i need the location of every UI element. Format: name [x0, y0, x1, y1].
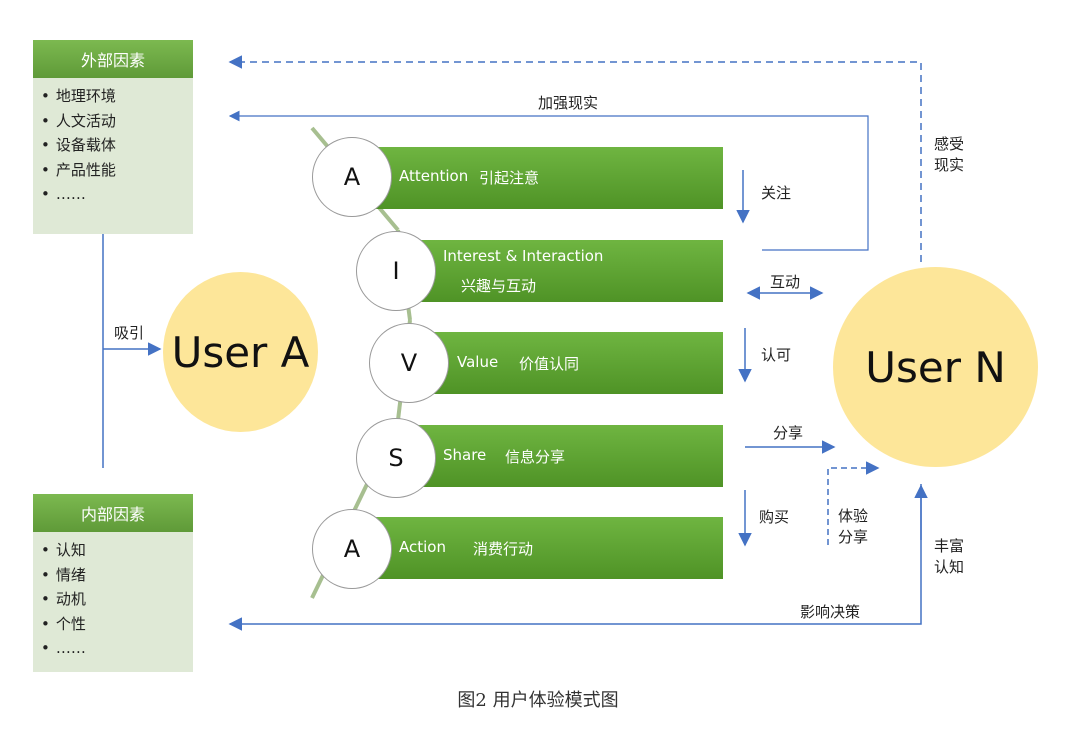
list-item: 产品性能 — [41, 158, 185, 183]
stage-en: Action — [399, 538, 446, 556]
list-item: 地理环境 — [41, 84, 185, 109]
buy-label: 购买 — [759, 508, 790, 526]
experience-share-label: 体验 分享 — [838, 507, 869, 546]
interact-label: 互动 — [770, 273, 801, 291]
figure-caption: 图2 用户体验模式图 — [457, 690, 619, 711]
list-item: 认知 — [41, 538, 185, 563]
stage-zh: 兴趣与互动 — [461, 277, 537, 295]
list-item: 个性 — [41, 612, 185, 637]
influence-decision-label: 影响决策 — [800, 603, 861, 621]
experience-share-arrow — [827, 461, 880, 545]
stage-badge: A — [312, 509, 392, 589]
stage-badge: I — [356, 231, 436, 311]
stage-bar-attention: Attention 引起注意 — [375, 147, 723, 209]
stage-en: Interest & Interaction — [443, 247, 604, 265]
list-item: …… — [41, 636, 185, 661]
stage-zh: 消费行动 — [473, 540, 534, 558]
stage-badge: V — [369, 323, 449, 403]
perceive-reality-label: 感受 现实 — [934, 135, 965, 174]
enrich-cognition-label: 丰富 认知 — [934, 537, 965, 576]
stage-bar-value: Value 价值认同 — [430, 332, 723, 394]
stage-zh: 引起注意 — [479, 169, 540, 187]
attract-label: 吸引 — [114, 324, 145, 342]
stage-en: Value — [457, 353, 499, 371]
list-item: …… — [41, 182, 185, 207]
focus-label: 关注 — [761, 184, 792, 202]
internal-factors-list: 认知 情绪 动机 个性 …… — [33, 532, 193, 672]
list-item: 人文活动 — [41, 109, 185, 134]
strengthen-reality-label: 加强现实 — [538, 94, 599, 112]
strengthen-reality-arrow — [228, 110, 869, 251]
stage-zh: 价值认同 — [519, 355, 580, 373]
stage-zh: 信息分享 — [505, 448, 566, 466]
perceive-reality-arrow — [228, 55, 922, 262]
internal-factors-box: 内部因素 认知 情绪 动机 个性 …… — [33, 494, 193, 672]
list-item: 情绪 — [41, 563, 185, 588]
user-n-circle: User N — [833, 267, 1038, 467]
stage-bar-action: Action 消费行动 — [375, 517, 723, 579]
external-factors-title: 外部因素 — [33, 40, 193, 78]
share-label: 分享 — [773, 424, 804, 442]
stage-badge: S — [356, 418, 436, 498]
stage-bar-share: Share 信息分享 — [415, 425, 723, 487]
recognize-label: 认可 — [761, 346, 792, 364]
external-factors-list: 地理环境 人文活动 设备载体 产品性能 …… — [33, 78, 193, 234]
user-a-circle: User A — [163, 272, 318, 432]
external-factors-box: 外部因素 地理环境 人文活动 设备载体 产品性能 …… — [33, 40, 193, 234]
stage-en: Share — [443, 446, 487, 464]
stage-badge: A — [312, 137, 392, 217]
list-item: 动机 — [41, 587, 185, 612]
list-item: 设备载体 — [41, 133, 185, 158]
stage-en: Attention — [399, 167, 469, 185]
internal-factors-title: 内部因素 — [33, 494, 193, 532]
stage-bar-interest: Interest & Interaction 兴趣与互动 — [415, 240, 723, 302]
